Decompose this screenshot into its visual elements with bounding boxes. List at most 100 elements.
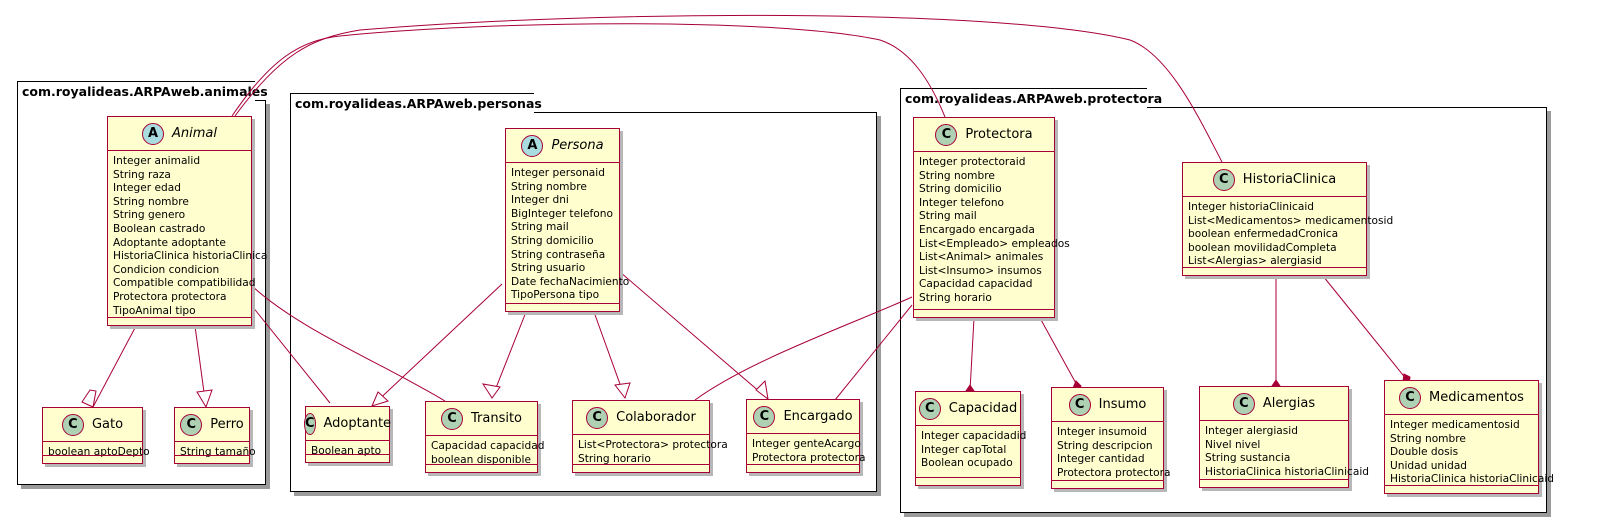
package-personas-label: com.royalideas.ARPAweb.personas	[290, 93, 542, 113]
attribute: Integer insumoid	[1057, 426, 1147, 438]
attribute: Condicion condicion	[113, 263, 220, 276]
attribute: HistoriaClinica historiaClinicaid	[1205, 465, 1370, 478]
class-colaborador-header: C Colaborador	[573, 401, 709, 435]
attribute: Integer capacidadid	[921, 430, 1027, 442]
edge-protectora-colaborador	[694, 296, 913, 401]
attribute: String nombre	[1390, 432, 1466, 445]
class-adoptante-attributes: Boolean apto	[306, 441, 389, 459]
attribute: Double dosis	[1390, 446, 1459, 459]
attribute: Integer edad	[113, 182, 181, 195]
edge-insumo-protectora	[1039, 317, 1079, 388]
class-persona[interactable]: A Persona Integer personaid String nombr…	[505, 128, 629, 312]
class-adoptante-name: Adoptante	[323, 416, 392, 431]
attribute: Integer medicamentosid	[1390, 419, 1520, 431]
class-medicamentos[interactable]: C Medicamentos Integer medicamentosid St…	[1384, 380, 1554, 494]
attribute: List<Animal> animales	[919, 251, 1044, 264]
class-colaborador-attributes: List<Protectora> protectora String horar…	[573, 435, 728, 466]
class-historiaclinica-attributes: Integer historiaClinicaid List<Medicamen…	[1183, 197, 1393, 269]
attribute: Capacidad capacidad	[431, 440, 545, 452]
attribute: Integer telefono	[919, 196, 1005, 209]
class-adoptante-methods	[306, 454, 389, 455]
attribute: TipoAnimal tipo	[113, 304, 196, 317]
class-transito[interactable]: C Transito Capacidad capacidad boolean d…	[425, 401, 545, 473]
class-perro[interactable]: C Perro String tamaño	[174, 407, 256, 464]
class-alergias-methods	[1200, 479, 1348, 480]
attribute: Unidad unidad	[1390, 459, 1468, 472]
edge-animal-transito	[251, 285, 446, 402]
arrow-inheritance-gato	[81, 389, 97, 408]
arrow-inheritance-encargado	[755, 379, 769, 401]
class-capacidad-name: Capacidad	[948, 401, 1018, 416]
edge-colaborador-persona	[593, 311, 626, 399]
edge-encargado-persona	[619, 271, 769, 400]
attribute: Boolean apto	[311, 445, 382, 457]
attribute: String horario	[919, 291, 992, 304]
attribute: Integer genteAcargo	[752, 438, 861, 450]
attribute: boolean movilidadCompleta	[1188, 241, 1337, 254]
class-icon: C	[1232, 392, 1255, 415]
class-icon: C	[935, 123, 958, 146]
class-alergias-header: C Alergias	[1200, 387, 1348, 421]
class-capacidad[interactable]: C Capacidad Integer capacidadid Integer …	[915, 391, 1027, 486]
class-medicamentos-attributes: Integer medicamentosid String nombre Dou…	[1385, 415, 1554, 487]
attribute: Adoptante adoptante	[113, 236, 226, 249]
class-encargado-methods	[747, 464, 859, 465]
class-gato-methods	[43, 455, 142, 456]
class-insumo[interactable]: C Insumo Integer insumoid String descrip…	[1051, 387, 1170, 489]
class-protectora[interactable]: C Protectora Integer protectoraid String…	[913, 117, 1070, 318]
class-animal-attributes: Integer animalid String raza Integer eda…	[108, 151, 267, 318]
attribute: String tamaño	[180, 446, 256, 458]
attribute: String domicilio	[511, 234, 594, 247]
class-historiaclinica-header: C HistoriaClinica	[1183, 163, 1366, 197]
edge-protectora-encargado	[834, 304, 913, 401]
attribute: Integer cantidad	[1057, 453, 1145, 466]
attribute: String sustancia	[1205, 452, 1291, 465]
attribute: Nivel nivel	[1205, 438, 1261, 451]
class-persona-name: Persona	[551, 138, 604, 153]
class-gato[interactable]: C Gato boolean aptoDepto	[42, 407, 150, 464]
edge-animal-adoptante	[251, 305, 331, 404]
class-colaborador[interactable]: C Colaborador List<Protectora> protector…	[572, 400, 728, 473]
attribute: Integer historiaClinicaid	[1188, 201, 1315, 213]
class-protectora-name: Protectora	[965, 127, 1033, 142]
arrow-inheritance-adoptante	[371, 391, 389, 407]
class-persona-header: A Persona	[506, 129, 619, 163]
class-animal[interactable]: A Animal Integer animalid String raza In…	[107, 116, 267, 326]
class-alergias[interactable]: C Alergias Integer alergiasid Nivel nive…	[1199, 386, 1370, 488]
class-encargado-name: Encargado	[783, 409, 853, 424]
class-animal-name: Animal	[172, 126, 217, 141]
attribute: String nombre	[113, 195, 189, 208]
class-encargado-attributes: Integer genteAcargo Protectora protector…	[747, 434, 865, 465]
class-encargado[interactable]: C Encargado Integer genteAcargo Protecto…	[746, 399, 865, 473]
attribute: Integer alergiasid	[1205, 425, 1298, 437]
attribute: Integer protectoraid	[919, 156, 1026, 168]
class-capacidad-methods	[916, 477, 1020, 478]
arrow-inheritance-colaborador	[614, 382, 631, 400]
attribute: Capacidad capacidad	[919, 278, 1033, 291]
attribute: String nombre	[919, 169, 995, 182]
class-capacidad-header: C Capacidad	[916, 392, 1020, 426]
class-historiaclinica-name: HistoriaClinica	[1242, 172, 1337, 187]
class-historiaclinica[interactable]: C HistoriaClinica Integer historiaClinic…	[1182, 162, 1393, 276]
attribute: TipoPersona tipo	[511, 289, 600, 302]
class-icon: C	[61, 413, 84, 436]
edge-gato-animal	[92, 325, 137, 408]
attribute: String horario	[578, 452, 651, 465]
class-adoptante[interactable]: C Adoptante Boolean apto	[303, 406, 392, 463]
arrow-inheritance-perro	[196, 389, 213, 409]
attribute: Integer animalid	[113, 155, 201, 167]
class-medicamentos-name: Medicamentos	[1429, 390, 1524, 405]
class-persona-attributes: Integer personaid String nombre Integer …	[506, 163, 629, 303]
class-adoptante-header: C Adoptante	[303, 407, 392, 441]
class-persona-methods	[506, 303, 619, 304]
class-transito-attributes: Capacidad capacidad boolean disponible	[426, 436, 545, 467]
attribute: String domicilio	[919, 183, 1002, 196]
attribute: List<Empleado> empleados	[919, 237, 1070, 250]
class-capacidad-attributes: Integer capacidadid Integer capTotal Boo…	[916, 426, 1027, 471]
edge-transito-persona	[491, 311, 527, 399]
edge-adoptante-persona	[371, 283, 503, 407]
class-transito-header: C Transito	[426, 402, 537, 436]
class-icon: C	[440, 407, 463, 430]
class-animal-header: A Animal	[108, 117, 251, 151]
